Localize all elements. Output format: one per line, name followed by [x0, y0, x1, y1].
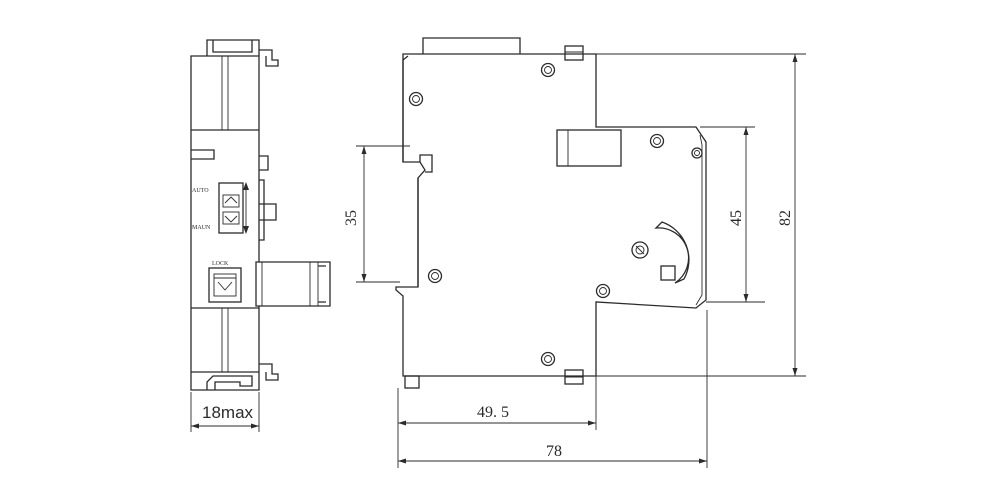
dim-78: 78 — [546, 443, 562, 460]
lock-label: LOCK — [212, 261, 229, 267]
dimension-width-18: 18max — [190, 392, 260, 432]
dim-35: 35 — [343, 210, 360, 226]
dim-18max: 18max — [202, 403, 254, 422]
dim-45: 45 — [728, 210, 745, 226]
manu-label: MAUN — [192, 225, 211, 231]
dimension-49-5: 49. 5 — [397, 376, 597, 468]
side-view: AUTO MAUN LOCK — [190, 39, 331, 391]
dimension-78: 78 — [398, 310, 708, 468]
screw-holes — [408, 62, 703, 367]
auto-label: AUTO — [192, 188, 209, 194]
dim-82: 82 — [777, 210, 794, 226]
dimension-82: 82 — [583, 53, 806, 377]
dimension-45: 45 — [700, 126, 765, 303]
dimension-35: 35 — [343, 145, 410, 283]
dim-49-5: 49. 5 — [477, 404, 509, 421]
front-view — [395, 37, 707, 389]
